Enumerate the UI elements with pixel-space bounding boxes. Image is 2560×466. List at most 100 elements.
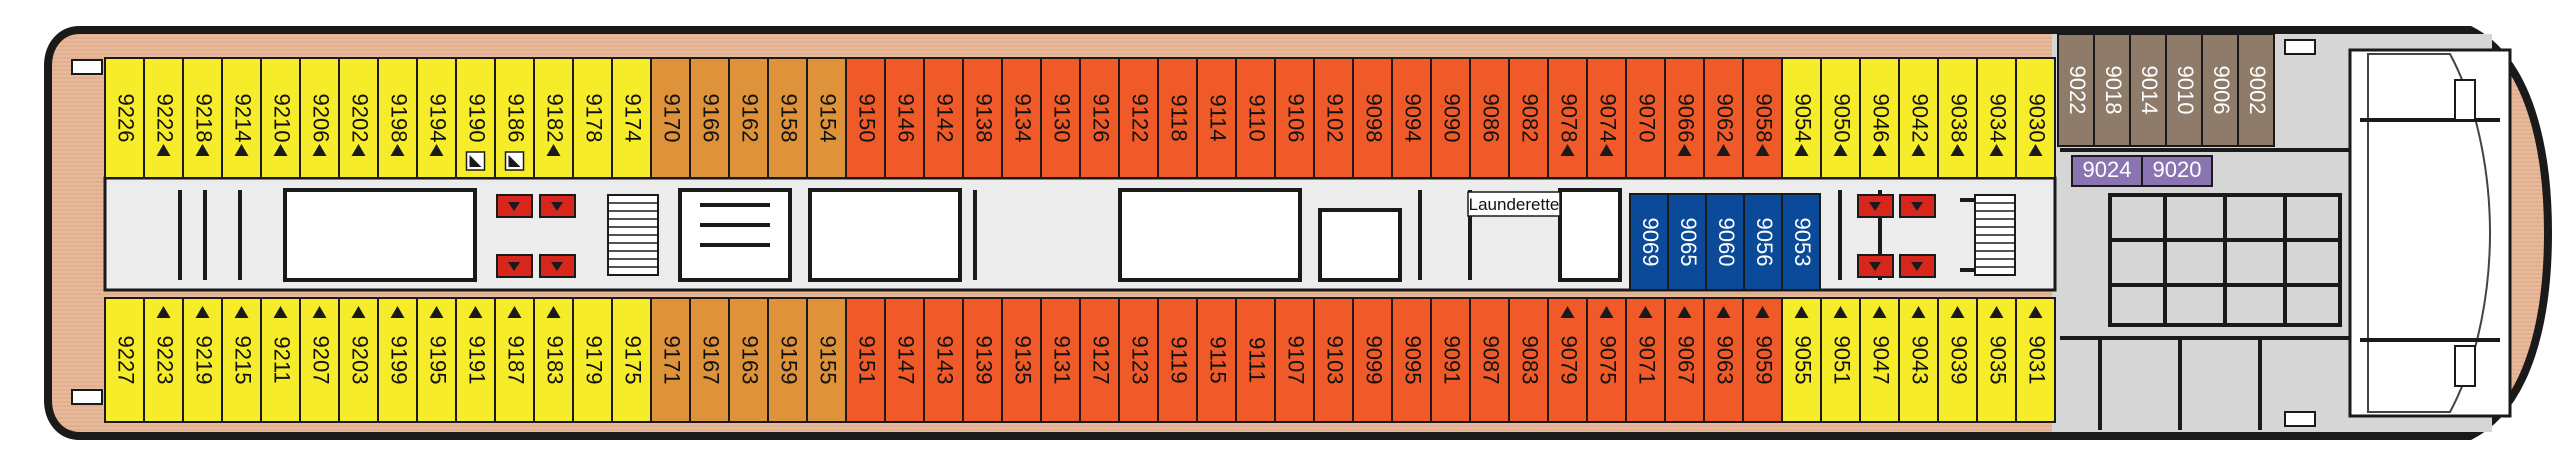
cabin-9150[interactable]: 9150 bbox=[845, 57, 886, 179]
cabin-9174[interactable]: 9174 bbox=[611, 57, 652, 179]
cabin-9166[interactable]: 9166 bbox=[689, 57, 730, 179]
cabin-9202[interactable]: 9202 bbox=[338, 57, 379, 179]
cabin-9094[interactable]: 9094 bbox=[1391, 57, 1432, 179]
cabin-9159[interactable]: 9159 bbox=[767, 297, 808, 423]
cabin-9099[interactable]: 9099 bbox=[1352, 297, 1393, 423]
cabin-9147[interactable]: 9147 bbox=[884, 297, 925, 423]
cabin-9163[interactable]: 9163 bbox=[728, 297, 769, 423]
cabin-9146[interactable]: 9146 bbox=[884, 57, 925, 179]
cabin-9047[interactable]: 9047 bbox=[1859, 297, 1900, 423]
cabin-9123[interactable]: 9123 bbox=[1118, 297, 1159, 423]
cabin-9095[interactable]: 9095 bbox=[1391, 297, 1432, 423]
cabin-9198[interactable]: 9198 bbox=[377, 57, 418, 179]
cabin-9030[interactable]: 9030 bbox=[2015, 57, 2056, 179]
cabin-9034[interactable]: 9034 bbox=[1976, 57, 2017, 179]
cabin-9119[interactable]: 9119 bbox=[1157, 297, 1198, 423]
cabin-9155[interactable]: 9155 bbox=[806, 297, 847, 423]
cabin-9215[interactable]: 9215 bbox=[221, 297, 262, 423]
cabin-9207[interactable]: 9207 bbox=[299, 297, 340, 423]
cabin-9175[interactable]: 9175 bbox=[611, 297, 652, 423]
cabin-9182[interactable]: 9182 bbox=[533, 57, 574, 179]
cabin-9031[interactable]: 9031 bbox=[2015, 297, 2056, 423]
cabin-9187[interactable]: 9187 bbox=[494, 297, 535, 423]
cabin-9014[interactable]: 9014 bbox=[2129, 33, 2167, 147]
cabin-9107[interactable]: 9107 bbox=[1274, 297, 1315, 423]
cabin-9126[interactable]: 9126 bbox=[1079, 57, 1120, 179]
cabin-9211[interactable]: 9211 bbox=[260, 297, 301, 423]
cabin-9065[interactable]: 9065 bbox=[1667, 193, 1707, 291]
cabin-9122[interactable]: 9122 bbox=[1118, 57, 1159, 179]
cabin-9183[interactable]: 9183 bbox=[533, 297, 574, 423]
cabin-9162[interactable]: 9162 bbox=[728, 57, 769, 179]
cabin-9195[interactable]: 9195 bbox=[416, 297, 457, 423]
cabin-9139[interactable]: 9139 bbox=[962, 297, 1003, 423]
cabin-9050[interactable]: 9050 bbox=[1820, 57, 1861, 179]
cabin-9087[interactable]: 9087 bbox=[1469, 297, 1510, 423]
cabin-9167[interactable]: 9167 bbox=[689, 297, 730, 423]
cabin-9055[interactable]: 9055 bbox=[1781, 297, 1822, 423]
cabin-9203[interactable]: 9203 bbox=[338, 297, 379, 423]
cabin-9069[interactable]: 9069 bbox=[1629, 193, 1669, 291]
cabin-9010[interactable]: 9010 bbox=[2165, 33, 2203, 147]
cabin-9143[interactable]: 9143 bbox=[923, 297, 964, 423]
cabin-9171[interactable]: 9171 bbox=[650, 297, 691, 423]
cabin-9002[interactable]: 9002 bbox=[2237, 33, 2275, 147]
cabin-9194[interactable]: 9194 bbox=[416, 57, 457, 179]
cabin-9020[interactable]: 9020 bbox=[2141, 155, 2213, 187]
cabin-9190[interactable]: 9190 bbox=[455, 57, 496, 179]
cabin-9199[interactable]: 9199 bbox=[377, 297, 418, 423]
cabin-9223[interactable]: 9223 bbox=[143, 297, 184, 423]
cabin-9098[interactable]: 9098 bbox=[1352, 57, 1393, 179]
cabin-9102[interactable]: 9102 bbox=[1313, 57, 1354, 179]
cabin-9210[interactable]: 9210 bbox=[260, 57, 301, 179]
cabin-9154[interactable]: 9154 bbox=[806, 57, 847, 179]
cabin-9178[interactable]: 9178 bbox=[572, 57, 613, 179]
cabin-9082[interactable]: 9082 bbox=[1508, 57, 1549, 179]
cabin-9106[interactable]: 9106 bbox=[1274, 57, 1315, 179]
cabin-9214[interactable]: 9214 bbox=[221, 57, 262, 179]
cabin-9006[interactable]: 9006 bbox=[2201, 33, 2239, 147]
cabin-9067[interactable]: 9067 bbox=[1664, 297, 1705, 423]
cabin-9060[interactable]: 9060 bbox=[1705, 193, 1745, 291]
cabin-9091[interactable]: 9091 bbox=[1430, 297, 1471, 423]
cabin-9138[interactable]: 9138 bbox=[962, 57, 1003, 179]
cabin-9074[interactable]: 9074 bbox=[1586, 57, 1627, 179]
cabin-9131[interactable]: 9131 bbox=[1040, 297, 1081, 423]
cabin-9039[interactable]: 9039 bbox=[1937, 297, 1978, 423]
cabin-9063[interactable]: 9063 bbox=[1703, 297, 1744, 423]
cabin-9186[interactable]: 9186 bbox=[494, 57, 535, 179]
cabin-9079[interactable]: 9079 bbox=[1547, 297, 1588, 423]
cabin-9130[interactable]: 9130 bbox=[1040, 57, 1081, 179]
cabin-9086[interactable]: 9086 bbox=[1469, 57, 1510, 179]
cabin-9227[interactable]: 9227 bbox=[104, 297, 145, 423]
cabin-9118[interactable]: 9118 bbox=[1157, 57, 1198, 179]
cabin-9114[interactable]: 9114 bbox=[1196, 57, 1237, 179]
cabin-9066[interactable]: 9066 bbox=[1664, 57, 1705, 179]
cabin-9090[interactable]: 9090 bbox=[1430, 57, 1471, 179]
cabin-9071[interactable]: 9071 bbox=[1625, 297, 1666, 423]
cabin-9222[interactable]: 9222 bbox=[143, 57, 184, 179]
cabin-9218[interactable]: 9218 bbox=[182, 57, 223, 179]
cabin-9142[interactable]: 9142 bbox=[923, 57, 964, 179]
cabin-9078[interactable]: 9078 bbox=[1547, 57, 1588, 179]
cabin-9070[interactable]: 9070 bbox=[1625, 57, 1666, 179]
cabin-9170[interactable]: 9170 bbox=[650, 57, 691, 179]
cabin-9024[interactable]: 9024 bbox=[2071, 155, 2143, 187]
cabin-9038[interactable]: 9038 bbox=[1937, 57, 1978, 179]
cabin-9035[interactable]: 9035 bbox=[1976, 297, 2017, 423]
cabin-9056[interactable]: 9056 bbox=[1743, 193, 1783, 291]
cabin-9059[interactable]: 9059 bbox=[1742, 297, 1783, 423]
cabin-9051[interactable]: 9051 bbox=[1820, 297, 1861, 423]
cabin-9018[interactable]: 9018 bbox=[2093, 33, 2131, 147]
cabin-9053[interactable]: 9053 bbox=[1781, 193, 1821, 291]
cabin-9111[interactable]: 9111 bbox=[1235, 297, 1276, 423]
cabin-9022[interactable]: 9022 bbox=[2057, 33, 2095, 147]
cabin-9115[interactable]: 9115 bbox=[1196, 297, 1237, 423]
cabin-9110[interactable]: 9110 bbox=[1235, 57, 1276, 179]
cabin-9226[interactable]: 9226 bbox=[104, 57, 145, 179]
cabin-9103[interactable]: 9103 bbox=[1313, 297, 1354, 423]
cabin-9135[interactable]: 9135 bbox=[1001, 297, 1042, 423]
cabin-9191[interactable]: 9191 bbox=[455, 297, 496, 423]
cabin-9046[interactable]: 9046 bbox=[1859, 57, 1900, 179]
cabin-9043[interactable]: 9043 bbox=[1898, 297, 1939, 423]
